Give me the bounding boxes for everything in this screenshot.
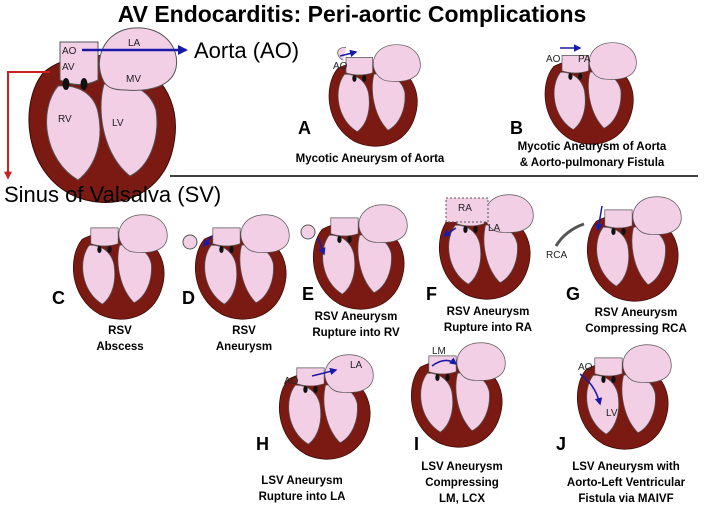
panel-c-heart [72,214,168,320]
panel-f-arrow [442,227,457,237]
panel-b-label-ao: AO [546,54,561,65]
panel-b-label-pa: PA [578,54,591,65]
panel-j-label-lv: LV [606,408,618,419]
panel-e-caption-1: RSV Aneurysm [315,311,398,323]
panel-i-heart [410,342,506,448]
panel-i-label-lm: LM [432,346,446,357]
panel-i-caption-2: Compressing [425,477,499,489]
panel-e-letter: E [302,284,314,304]
overview-lv-label: LV [112,118,124,129]
panel-e-aneurysm [300,224,316,240]
panel-b-caption-2: & Aorto-pulmonary Fistula [520,157,665,169]
overview-heart: AO AV LA MV RV LV [28,27,178,203]
panel-d-caption-1: RSV [232,325,256,337]
figure-title: AV Endocarditis: Peri-aortic Complicatio… [118,1,587,27]
overview-av-label: AV [62,62,75,73]
panel-j-caption-3: Fistula via MAIVF [578,493,673,505]
panel-b-letter: B [510,118,523,138]
panel-c-caption-2: Abscess [96,341,143,353]
panel-e-arrow [317,237,326,256]
panel-h-arrow [311,367,338,377]
panel-g-label-rca: RCA [546,250,567,261]
panel-b-caption-1: Mycotic Aneurysm of Aorta [518,141,667,153]
panel-c-letter: C [52,288,65,308]
overview-la-label: LA [128,38,141,49]
panel-c-caption-1: RSV [108,325,132,337]
panel-i-caption-1: LSV Aneurysm [421,461,502,473]
panel-f-letter: F [426,284,437,304]
panel-j-heart [576,344,672,450]
overview-ao-label: AO [62,46,77,57]
panel-h-caption-1: LSV Aneurysm [261,475,342,487]
panel-a-label-ao: AO [333,61,348,72]
panel-e-heart [312,204,408,310]
panel-d-arrow [203,235,213,248]
panel-g-caption-2: Compressing RCA [585,323,687,335]
panel-g-rca-vessel [554,222,585,247]
panel-j-arrow [579,373,603,406]
aorta-section-label: Aorta (AO) [194,38,299,63]
panel-a-heart [328,44,421,147]
panel-g-caption-1: RSV Aneurysm [595,307,678,319]
sinus-arrow [4,71,50,180]
panel-h-label-ao: AO [284,376,299,387]
panel-g-letter: G [566,284,580,304]
panel-f-label-la: LA [488,223,501,234]
panel-d-letter: D [182,288,195,308]
panel-h-letter: H [256,434,269,454]
panel-f-label-ra: RA [458,203,472,214]
panel-d-caption-2: Aneurysm [216,341,272,353]
panel-j-caption-1: LSV Aneurysm with [572,461,680,473]
panel-f-caption-1: RSV Aneurysm [447,306,530,318]
panel-g-arrow [595,205,603,232]
panel-a-letter: A [298,118,311,138]
panel-d-aneurysm [182,234,198,250]
panel-j-caption-2: Aorto-Left Ventricular [567,477,686,489]
panel-e-caption-2: Rupture into RV [312,327,400,339]
sinus-section-label: Sinus of Valsalva (SV) [4,182,221,207]
panel-j-letter: J [556,434,566,454]
panel-i-caption-3: LM, LCX [439,493,485,505]
panel-f-caption-2: Rupture into RA [444,322,532,334]
panel-a-caption-1: Mycotic Aneurysm of Aorta [296,153,445,165]
panel-j-label-ao: AO [578,362,593,373]
panel-i-letter: I [414,434,419,454]
panel-i-arrow [431,357,458,367]
panel-f-ra [445,197,489,223]
panel-d-heart [194,214,290,320]
overview-mv-label: MV [126,74,141,85]
panel-h-label-la: LA [350,360,363,371]
panel-a-arrow [339,49,358,58]
overview-rv-label: RV [58,114,72,125]
panel-h-caption-2: Rupture into LA [259,491,346,503]
